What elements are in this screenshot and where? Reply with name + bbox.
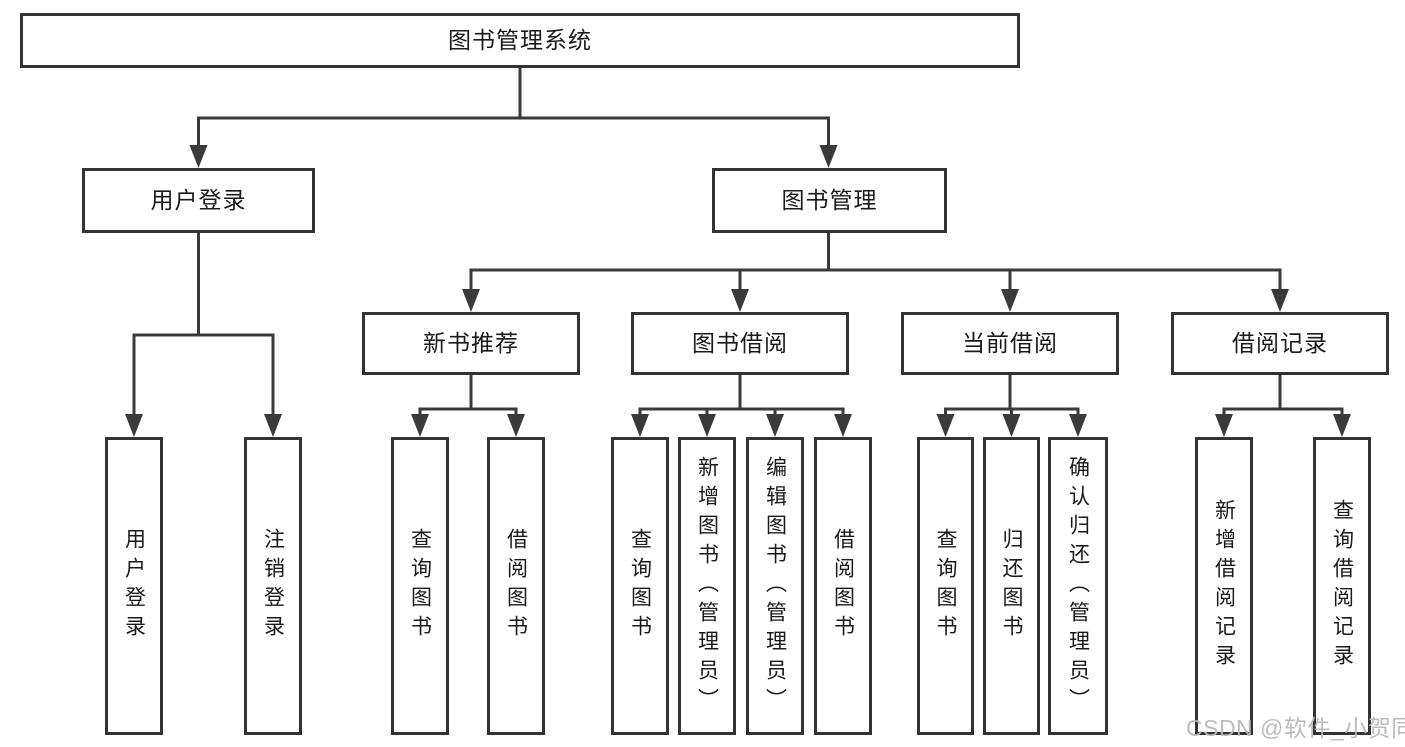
leaf-recommend-borrow-book-label: 借阅图书 <box>504 528 528 644</box>
node-book-management: 图书管理 <box>712 168 947 233</box>
node-borrow-records: 借阅记录 <box>1171 312 1389 375</box>
leaf-confirm-return-admin-label: 确认归还（管理员） <box>1066 455 1090 717</box>
leaf-borrow-book: 借阅图书 <box>814 437 872 735</box>
leaf-edit-book-admin: 编辑图书（管理员） <box>746 437 804 735</box>
leaf-borrow-query-book-label: 查询图书 <box>628 528 652 644</box>
node-current-borrow: 当前借阅 <box>901 312 1119 375</box>
leaf-edit-book-admin-label: 编辑图书（管理员） <box>763 455 787 717</box>
leaf-query-borrow-record-label: 查询借阅记录 <box>1330 499 1354 673</box>
node-new-book-recommend-label: 新书推荐 <box>423 330 519 356</box>
leaf-add-book-admin: 新增图书（管理员） <box>678 437 736 735</box>
node-new-book-recommend: 新书推荐 <box>362 312 580 375</box>
leaf-add-book-admin-label: 新增图书（管理员） <box>695 455 719 717</box>
node-book-management-label: 图书管理 <box>781 187 878 213</box>
leaf-add-borrow-record: 新增借阅记录 <box>1195 437 1253 735</box>
leaf-user-login: 用户登录 <box>105 437 163 735</box>
leaf-current-query-book-label: 查询图书 <box>934 528 957 644</box>
csdn-watermark: CSDN @软件_小贺同学 <box>1186 715 1405 741</box>
leaf-borrow-query-book: 查询图书 <box>611 437 669 735</box>
node-book-borrow: 图书借阅 <box>631 312 849 375</box>
leaf-recommend-borrow-book: 借阅图书 <box>487 437 545 735</box>
leaf-logout: 注销登录 <box>244 437 302 735</box>
leaf-query-borrow-record: 查询借阅记录 <box>1313 437 1371 735</box>
leaf-return-book: 归还图书 <box>983 437 1040 735</box>
leaf-return-book-label: 归还图书 <box>1000 528 1023 644</box>
node-system-root-label: 图书管理系统 <box>448 27 592 53</box>
leaf-current-query-book: 查询图书 <box>917 437 974 735</box>
leaf-borrow-book-label: 借阅图书 <box>831 528 855 644</box>
leaf-recommend-query-book-label: 查询图书 <box>408 528 432 644</box>
node-user-login-label: 用户登录 <box>150 187 247 213</box>
node-borrow-records-label: 借阅记录 <box>1232 330 1328 356</box>
leaf-recommend-query-book: 查询图书 <box>391 437 449 735</box>
leaf-add-borrow-record-label: 新增借阅记录 <box>1212 499 1236 673</box>
node-system-root: 图书管理系统 <box>20 13 1020 68</box>
leaf-confirm-return-admin: 确认归还（管理员） <box>1048 437 1108 735</box>
leaf-user-login-label: 用户登录 <box>122 528 146 644</box>
node-book-borrow-label: 图书借阅 <box>692 330 788 356</box>
node-user-login: 用户登录 <box>82 168 315 233</box>
node-current-borrow-label: 当前借阅 <box>962 330 1058 356</box>
leaf-logout-label: 注销登录 <box>261 528 285 644</box>
